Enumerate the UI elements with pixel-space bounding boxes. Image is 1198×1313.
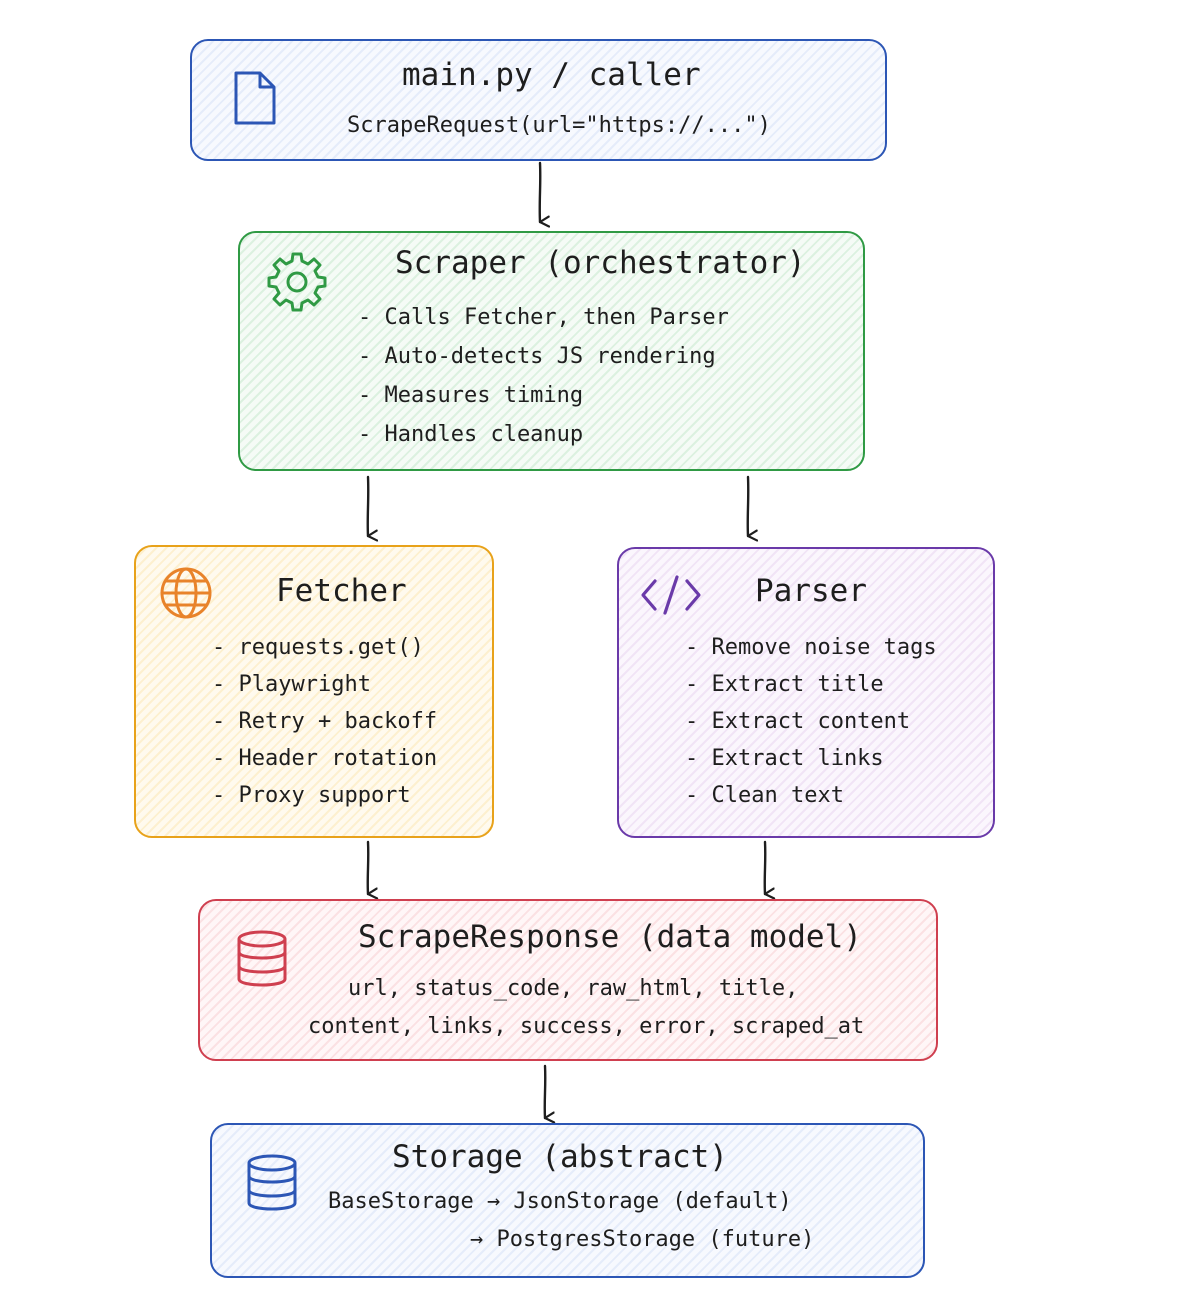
globe-icon xyxy=(160,567,212,619)
caller-title: main.py / caller xyxy=(402,57,701,93)
scraper-box: Scraper (orchestrator) - Calls Fetcher, … xyxy=(238,231,865,471)
gear-icon xyxy=(267,252,327,312)
arrow-caller-to-scraper xyxy=(538,161,541,222)
fetcher-item: - requests.get() xyxy=(212,635,424,660)
response-title: ScrapeResponse (data model) xyxy=(358,919,862,955)
response-line: content, links, success, error, scraped_… xyxy=(308,1014,865,1039)
parser-box: Parser - Remove noise tags - Extract tit… xyxy=(617,547,995,838)
response-line: url, status_code, raw_html, title, xyxy=(348,976,799,1001)
arrow-response-to-storage xyxy=(543,1064,546,1118)
file-icon xyxy=(234,71,276,125)
scraper-item: - Calls Fetcher, then Parser xyxy=(358,305,729,330)
fetcher-item: - Playwright xyxy=(212,672,371,697)
scraper-item: - Measures timing xyxy=(358,383,584,408)
parser-item: - Remove noise tags xyxy=(685,635,937,660)
storage-line: BaseStorage → JsonStorage (default) xyxy=(328,1189,792,1214)
storage-box: Storage (abstract) BaseStorage → JsonSto… xyxy=(210,1123,925,1278)
caller-line: ScrapeRequest(url="https://...") xyxy=(347,113,771,138)
response-box: ScrapeResponse (data model) url, status_… xyxy=(198,899,938,1061)
arrow-parser-to-response xyxy=(763,840,766,894)
scraper-item: - Handles cleanup xyxy=(358,422,584,447)
parser-item: - Extract content xyxy=(685,709,911,734)
fetcher-title: Fetcher xyxy=(276,573,407,609)
arrow-scraper-to-fetcher xyxy=(366,475,369,536)
arrow-scraper-to-parser xyxy=(746,475,749,536)
arrow-fetcher-to-response xyxy=(366,840,369,894)
fetcher-item: - Header rotation xyxy=(212,746,438,771)
fetcher-item: - Proxy support xyxy=(212,783,411,808)
fetcher-box: Fetcher - requests.get() - Playwright - … xyxy=(134,545,494,838)
storage-title: Storage (abstract) xyxy=(392,1139,728,1175)
caller-box: main.py / caller ScrapeRequest(url="http… xyxy=(190,39,887,161)
fetcher-item: - Retry + backoff xyxy=(212,709,438,734)
database-icon xyxy=(237,930,287,987)
database-icon xyxy=(247,1154,297,1211)
storage-line: → PostgresStorage (future) xyxy=(470,1227,815,1252)
parser-item: - Clean text xyxy=(685,783,844,808)
scraper-title: Scraper (orchestrator) xyxy=(395,245,806,281)
code-icon xyxy=(641,575,701,615)
parser-item: - Extract title xyxy=(685,672,884,697)
scraper-item: - Auto-detects JS rendering xyxy=(358,344,716,369)
parser-item: - Extract links xyxy=(685,746,884,771)
parser-title: Parser xyxy=(755,573,867,609)
